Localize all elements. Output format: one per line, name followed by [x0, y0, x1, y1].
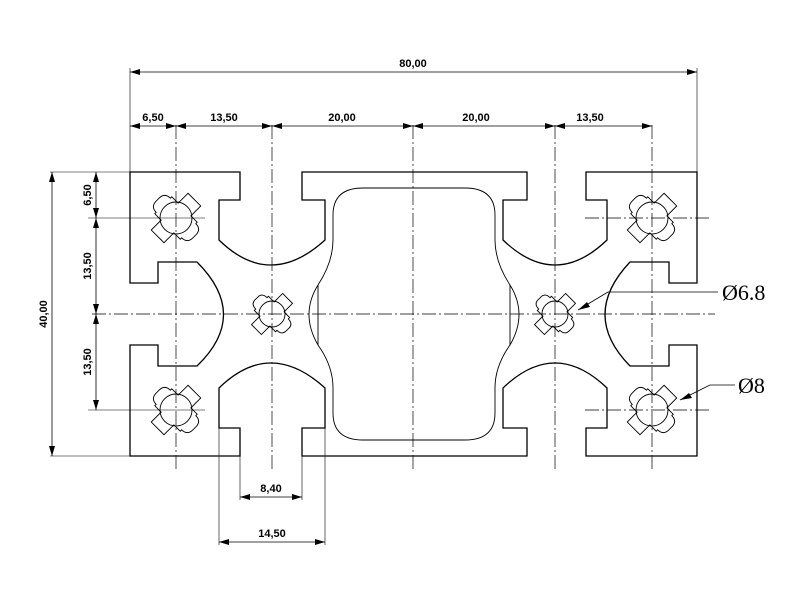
large-hole-diameter-label: Ø8 [738, 373, 765, 398]
dim-overall-width: 80,00 [399, 58, 427, 70]
dim-slot-opening: 8,40 [260, 483, 281, 495]
dim-vert-1: 6,50 [82, 184, 94, 205]
callout-large-hole: Ø8 [679, 373, 765, 401]
dim-seg-2: 13,50 [210, 112, 238, 124]
dim-seg-3: 20,00 [328, 112, 356, 124]
dim-seg-5: 13,50 [576, 112, 604, 124]
extension-lines [50, 68, 698, 545]
dim-overall-height: 40,00 [38, 300, 50, 328]
horizontal-dimensions [130, 69, 697, 545]
profile-outline [129, 171, 698, 457]
callout-small-hole: Ø6.8 [577, 280, 765, 311]
dim-slot-width: 14,50 [258, 528, 286, 540]
central-cavity [308, 187, 520, 441]
dim-seg-1: 6,50 [142, 112, 163, 124]
dimension-labels: 80,00 6,50 13,50 20,00 20,00 13,50 8,40 … [38, 58, 604, 540]
center-lines [92, 125, 715, 470]
small-hole-diameter-label: Ø6.8 [722, 280, 765, 305]
dim-vert-3: 13,50 [82, 348, 94, 376]
dim-vert-2: 13,50 [82, 252, 94, 280]
vertical-dimensions [49, 172, 99, 456]
dim-seg-4: 20,00 [462, 112, 490, 124]
